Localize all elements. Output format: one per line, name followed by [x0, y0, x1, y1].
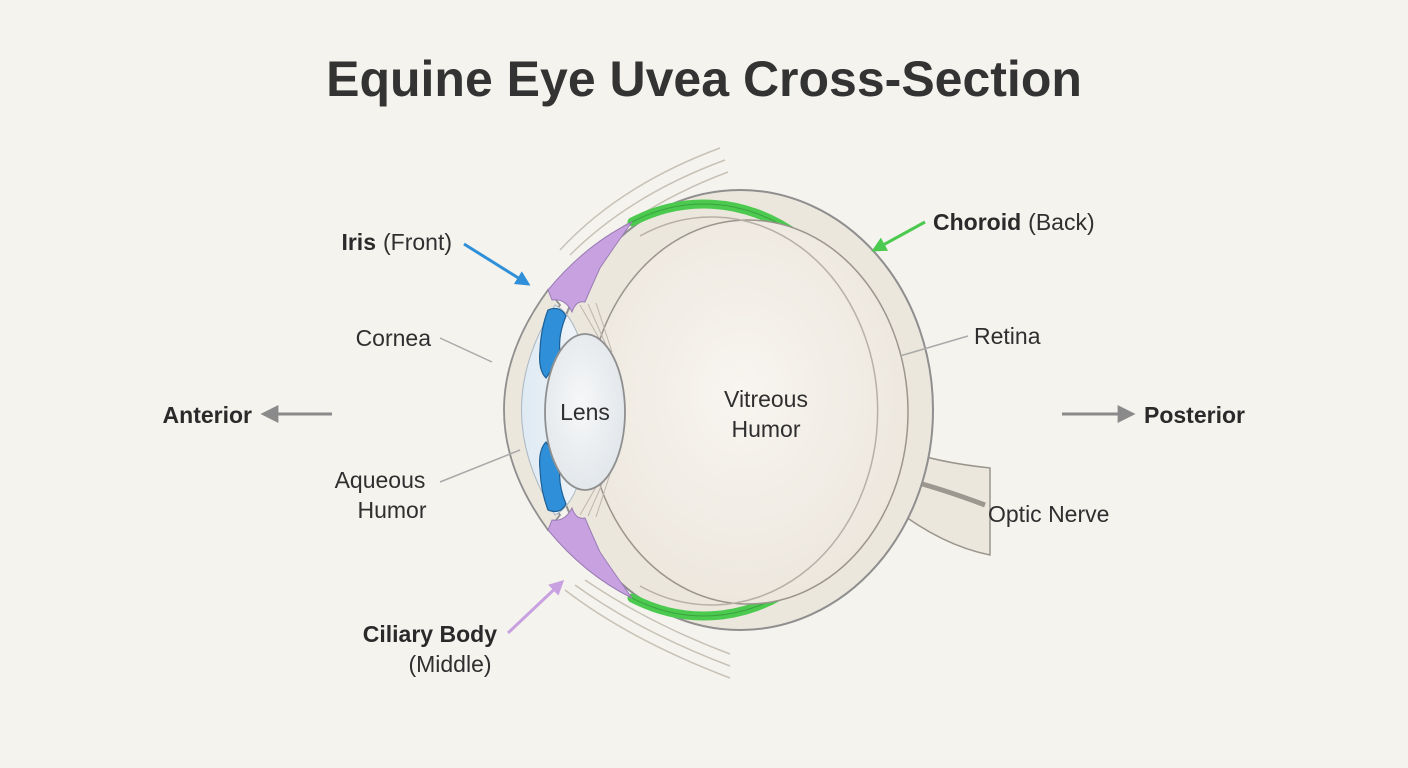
optic-nerve-label: Optic Nerve	[988, 501, 1109, 527]
anterior-label: Anterior	[163, 402, 253, 428]
retina-layer	[639, 216, 879, 606]
eyelid-lower	[564, 579, 731, 679]
page-title: Equine Eye Uvea Cross-Section	[326, 51, 1082, 107]
aqueous-leader	[439, 449, 521, 483]
retina-label: Retina	[974, 323, 1041, 349]
aqueous-label-line1: Aqueous	[335, 467, 426, 493]
iris-arrow	[463, 242, 531, 286]
cornea-label: Cornea	[356, 325, 432, 351]
ciliary-arrow	[506, 579, 565, 635]
aqueous-label-line2: Humor	[357, 497, 426, 523]
ciliary-body-lower	[547, 506, 633, 599]
posterior-label: Posterior	[1144, 402, 1245, 428]
choroid-arrow	[871, 220, 926, 252]
vitreous-humor	[587, 219, 909, 605]
lens	[544, 333, 626, 491]
vitreous-label-line1: Vitreous	[724, 386, 808, 412]
ciliary-body-upper	[547, 221, 633, 314]
iris-label: Iris(Front)	[341, 229, 452, 255]
cornea-leader	[439, 337, 493, 363]
ciliary-label-line1: Ciliary Body	[363, 621, 497, 647]
choroid-label: Choroid(Back)	[933, 209, 1095, 235]
vitreous-label-line2: Humor	[731, 416, 800, 442]
ciliary-label-line2: (Middle)	[408, 651, 491, 677]
retina-leader	[899, 335, 969, 357]
lens-label: Lens	[560, 399, 610, 425]
